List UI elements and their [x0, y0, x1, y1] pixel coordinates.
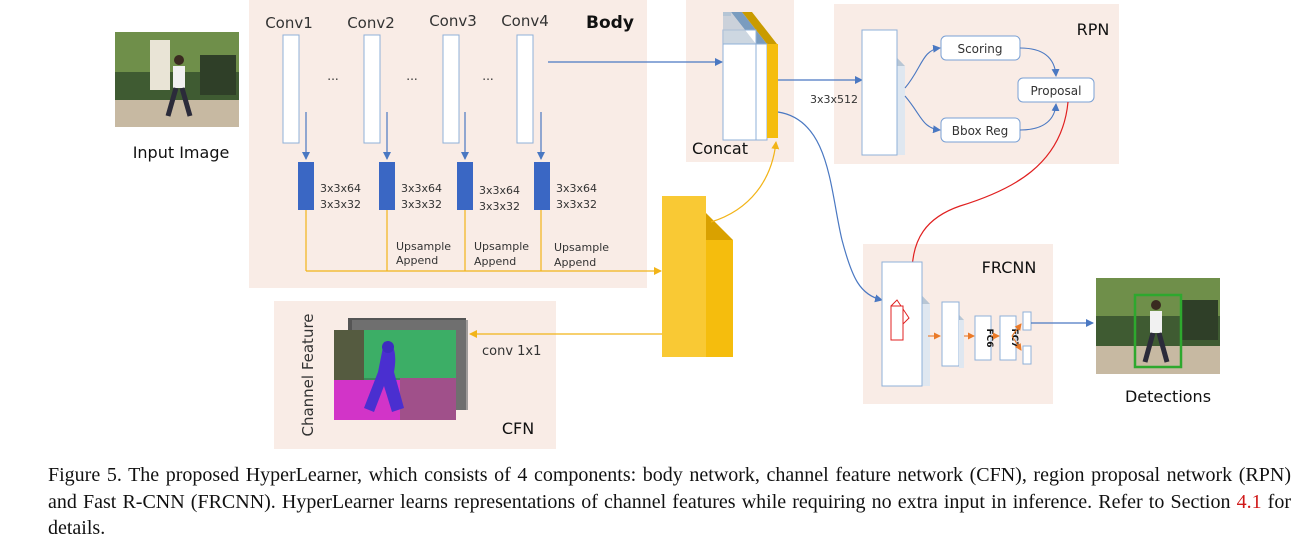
cfn-title: CFN	[502, 419, 534, 438]
rpn-feature-block	[861, 29, 905, 156]
figure-caption: Figure 5. The proposed HyperLearner, whi…	[48, 462, 1291, 542]
caption-text-before: Figure 5. The proposed HyperLearner, whi…	[48, 464, 1291, 513]
append-label-3: Append	[554, 256, 596, 269]
conv2-block	[363, 34, 381, 144]
hyperlearner-diagram: Input Image Body Conv1 Conv2 Conv3 Conv4…	[115, 0, 1220, 449]
append-label-1: Append	[396, 254, 438, 267]
frcnn-title: FRCNN	[982, 258, 1037, 277]
conv3-block	[442, 34, 460, 144]
input-image	[115, 32, 239, 127]
fc7-label: FC7	[1009, 328, 1019, 347]
feature-to-concat-arrow	[710, 141, 780, 223]
kernel-1a: 3x3x64	[320, 182, 361, 195]
side-conv-1	[298, 162, 314, 210]
rpn-to-scoring-arrow	[904, 44, 941, 89]
proposal-to-frcnn-arrow	[908, 101, 1069, 271]
kernel-2a: 3x3x64	[401, 182, 442, 195]
kernel-3a: 3x3x64	[479, 184, 520, 197]
upsample-label-2: Upsample	[474, 240, 529, 253]
proposal-box	[1017, 77, 1095, 103]
fc7-to-cls-arrow	[1011, 323, 1022, 337]
proposal-label: Proposal	[1031, 84, 1082, 98]
scoring-label: Scoring	[957, 42, 1002, 56]
concat-block	[722, 12, 778, 141]
body-title: Body	[586, 13, 634, 33]
scoring-to-proposal-arrow	[1019, 47, 1060, 77]
conv4-label: Conv4	[501, 12, 549, 30]
reg-output-block	[1022, 345, 1032, 365]
fc7-block	[999, 315, 1017, 361]
conv4-block	[516, 34, 534, 144]
ellipsis-1: ...	[327, 69, 338, 83]
kernel-4a: 3x3x64	[556, 182, 597, 195]
kernel-1b: 3x3x32	[320, 198, 361, 211]
conv1-block	[282, 34, 300, 144]
detections-label: Detections	[1125, 387, 1211, 406]
conv2-label: Conv2	[347, 14, 395, 32]
rpn-title: RPN	[1077, 20, 1110, 39]
cfn-conv-label: conv 1x1	[482, 344, 541, 359]
upsample-label-3: Upsample	[554, 241, 609, 254]
side-conv-3	[457, 162, 473, 210]
detections-image	[1096, 278, 1220, 374]
cfn-axis-label: Channel Feature	[299, 313, 317, 436]
conv1-label: Conv1	[265, 14, 313, 32]
side-conv-2	[379, 162, 395, 210]
rpn-size-label: 3x3x512	[810, 93, 858, 106]
side-conv-4	[534, 162, 550, 210]
fc6-label: FC6	[984, 328, 994, 347]
channel-feature-maps	[334, 318, 468, 420]
bbox-reg-label: Bbox Reg	[952, 124, 1009, 138]
kernel-3b: 3x3x32	[479, 200, 520, 213]
aggregated-feature-block	[662, 196, 733, 357]
frcnn-feature-block	[881, 261, 930, 387]
fc7-to-reg-arrow	[1011, 335, 1022, 351]
kernel-2b: 3x3x32	[401, 198, 442, 211]
conv3-label: Conv3	[429, 12, 477, 30]
caption-text-after: for details.	[48, 490, 1291, 540]
kernel-4b: 3x3x32	[556, 198, 597, 211]
input-image-label: Input Image	[133, 143, 230, 162]
section-reference-link[interactable]: 4.1	[1236, 490, 1262, 513]
ellipsis-3: ...	[482, 69, 493, 83]
cls-output-block	[1022, 311, 1032, 331]
roi-pool-block	[941, 301, 964, 368]
fc6-block	[974, 315, 992, 361]
upsample-label-1: Upsample	[396, 240, 451, 253]
concat-to-frcnn-arrow	[777, 111, 883, 303]
concat-label: Concat	[692, 139, 748, 158]
bbox-to-proposal-arrow	[1019, 103, 1060, 131]
rpn-to-bbox-arrow	[904, 95, 941, 134]
append-label-2: Append	[474, 255, 516, 268]
ellipsis-2: ...	[406, 69, 417, 83]
